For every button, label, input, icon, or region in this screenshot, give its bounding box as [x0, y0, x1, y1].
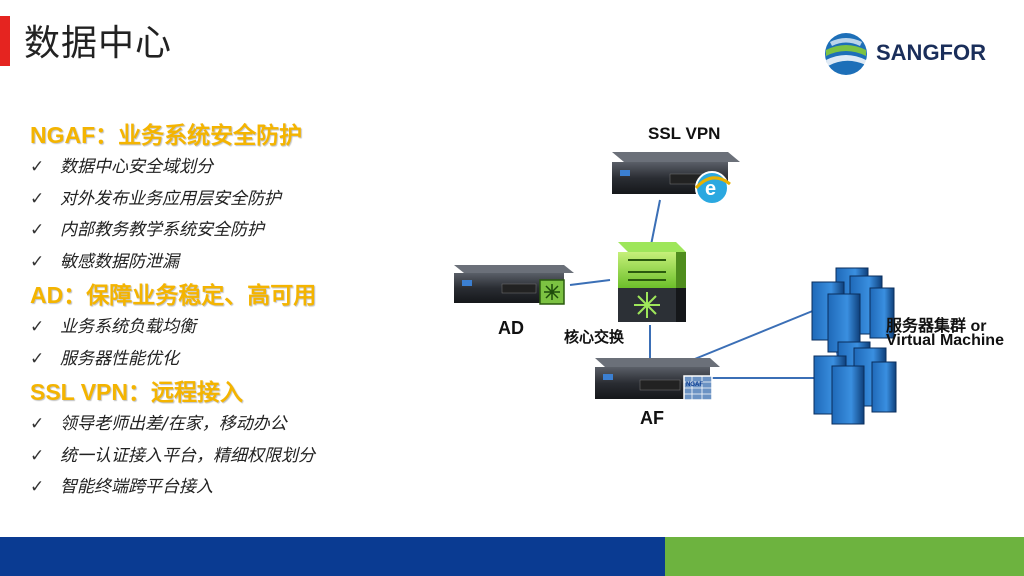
core-switch-label: 核心交换: [564, 329, 625, 346]
ssl-vpn-appliance: e: [612, 152, 740, 205]
check-icon: ✓: [30, 348, 45, 369]
ssl-vpn-label: SSL VPN: [648, 124, 721, 143]
virtual-machine-label: Virtual Machine: [886, 332, 1004, 349]
af-label: AF: [640, 408, 664, 428]
network-diagram: e: [440, 110, 1024, 440]
list-item: ✓对外发布业务应用层安全防护: [30, 184, 430, 216]
check-icon: ✓: [30, 414, 45, 434]
server-cluster-top: [811, 267, 895, 353]
check-icon: ✓: [30, 445, 45, 466]
svg-text:e: e: [705, 178, 716, 200]
check-icon: ✓: [30, 477, 45, 497]
title-accent-bar: [0, 16, 10, 66]
logo-text: SANGFOR: [876, 40, 986, 65]
check-icon: ✓: [30, 220, 45, 240]
check-icon: ✓: [30, 157, 45, 177]
svg-text:NGAF: NGAF: [686, 382, 703, 388]
list-item: ✓数据中心安全域划分: [30, 152, 430, 184]
ad-appliance: [454, 265, 574, 305]
list-item: ✓敏感数据防泄漏: [30, 247, 430, 279]
footer-bar-blue: [0, 537, 665, 576]
sangfor-globe-icon: [825, 33, 867, 75]
sangfor-logo: SANGFOR: [822, 30, 986, 78]
server-cluster-label: 服务器集群 or: [886, 318, 987, 335]
network-links: [569, 199, 841, 379]
network-diagram-svg: e: [454, 152, 897, 425]
page-title: 数据中心: [24, 23, 173, 64]
list-item: ✓领导老师出差/在家，移动办公: [30, 409, 430, 441]
list-item: ✓业务系统负载均衡: [30, 312, 430, 344]
af-appliance: NGAF: [595, 358, 720, 401]
list-item: ✓统一认证接入平台，精细权限划分: [30, 441, 430, 473]
list-item: ✓服务器性能优化: [30, 344, 430, 376]
ad-label: AD: [498, 318, 524, 338]
feature-list: NGAF：业务系统安全防护 ✓数据中心安全域划分 ✓对外发布业务应用层安全防护 …: [30, 118, 430, 504]
check-icon: ✓: [30, 188, 45, 209]
server-cluster-bottom: [813, 341, 897, 425]
list-item: ✓内部教务教学系统安全防护: [30, 215, 430, 247]
core-switch: [618, 242, 686, 322]
section-title-ngaf: NGAF：业务系统安全防护: [30, 122, 303, 148]
footer-bar-green: [665, 537, 1024, 576]
check-icon: ✓: [30, 317, 45, 337]
list-item: ✓智能终端跨平台接入: [30, 472, 430, 504]
section-title-sslvpn: SSL VPN：远程接入: [30, 379, 243, 405]
section-title-ad: AD：保障业务稳定、高可用: [30, 282, 317, 308]
check-icon: ✓: [30, 251, 45, 272]
